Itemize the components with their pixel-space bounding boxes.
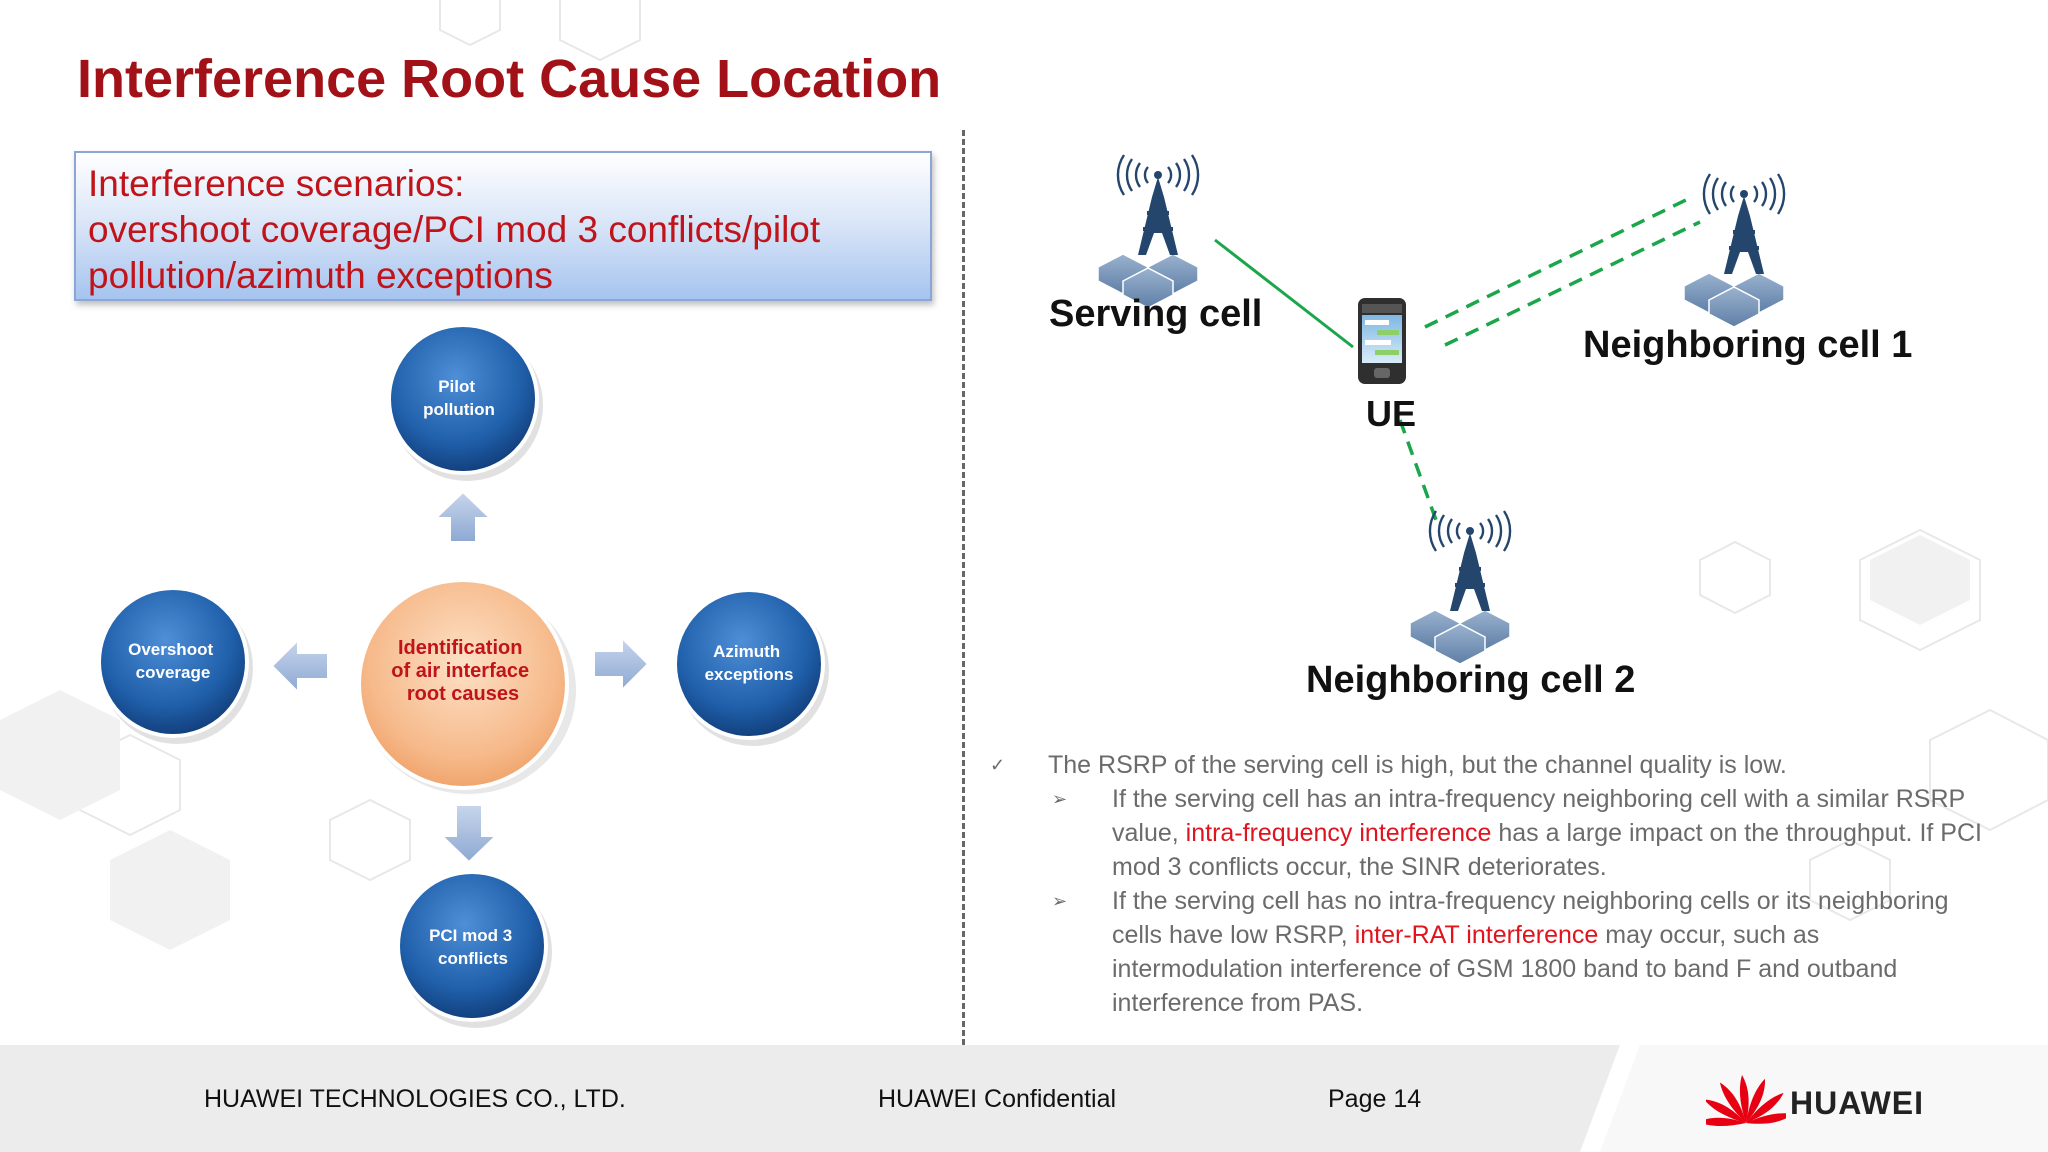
root-cause-center-circle: Identification of air interface root cau… xyxy=(357,578,576,794)
neighbor1-link-lower xyxy=(1444,220,1701,347)
circle-label: pollution xyxy=(423,400,495,419)
neighbor1-label: Neighboring cell 1 xyxy=(1583,324,1912,366)
note-main: ✓ The RSRP of the serving cell is high, … xyxy=(990,748,1990,782)
interference-scenarios-callout: Interference scenarios: overshoot covera… xyxy=(74,151,932,301)
circle-label: Pilot xyxy=(438,377,475,396)
circle-label: exceptions xyxy=(705,665,794,684)
huawei-logo-text: HUAWEI xyxy=(1790,1085,1924,1121)
center-label: Identification xyxy=(398,637,522,659)
svg-text:Identification of air in: Identification of air interface root cau… xyxy=(391,637,534,705)
serving-link xyxy=(1214,238,1354,349)
arrow-bullet-icon: ➢ xyxy=(1052,789,1068,809)
center-label: of air interface xyxy=(391,660,529,682)
circle-label: Overshoot xyxy=(128,640,213,659)
serving-antenna-icon xyxy=(1096,153,1200,310)
arrow-right-icon xyxy=(593,635,650,693)
footer-confidential: HUAWEI Confidential xyxy=(878,1085,1117,1113)
callout-line: Interference scenarios: xyxy=(88,163,465,204)
footer-bar: HUAWEI TECHNOLOGIES CO., LTD. HUAWEI Con… xyxy=(0,1045,2048,1152)
phone-icon xyxy=(1358,298,1406,384)
note-highlight: intra-frequency interference xyxy=(1185,819,1492,847)
serving-cell-label: Serving cell xyxy=(1049,293,1262,335)
neighbor2-link xyxy=(1398,419,1438,521)
neighbor2-label: Neighboring cell 2 xyxy=(1306,659,1635,701)
note-text: If the serving cell has no intra-frequen… xyxy=(1112,887,1949,949)
checkmark-icon: ✓ xyxy=(990,755,1006,775)
neighbor2-antenna-icon xyxy=(1408,509,1512,666)
note-sub-item: ➢ If the serving cell has an intra-frequ… xyxy=(990,782,1990,884)
svg-text:Overshoot coverage: Overshoot coverage xyxy=(128,640,218,682)
svg-text:Azimuth exceptions: Azimuth exceptions xyxy=(705,642,794,684)
neighbor1-link-upper xyxy=(1424,196,1691,329)
footer-company: HUAWEI TECHNOLOGIES CO., LTD. xyxy=(204,1085,626,1113)
explanation-notes: ✓ The RSRP of the serving cell is high, … xyxy=(990,748,1990,1020)
overshoot-coverage-circle: Overshoot coverage xyxy=(97,586,253,744)
note-sub-item: ➢ If the serving cell has no intra-frequ… xyxy=(990,884,1990,1020)
pilot-pollution-circle: Pilot pollution xyxy=(387,323,543,481)
note-text: may occur, such as intermodulation inter… xyxy=(1112,921,1898,1017)
note-text: has a large impact on the throughput. If… xyxy=(1112,819,1982,881)
circle-label: Azimuth xyxy=(713,642,780,661)
footer-page-number: Page 14 xyxy=(1328,1085,1422,1113)
pci-mod3-conflicts-circle: PCI mod 3 conflicts xyxy=(396,870,552,1028)
svg-text:Pilot pollution: Pilot pollution xyxy=(423,377,495,419)
callout-line: pollution/azimuth exceptions xyxy=(88,255,553,296)
arrow-left-icon xyxy=(270,637,329,695)
footer-swoosh xyxy=(1580,1045,2048,1152)
vertical-divider xyxy=(962,130,965,1045)
arrow-up-icon xyxy=(433,490,493,543)
callout-line: overshoot coverage/PCI mod 3 conflicts/p… xyxy=(88,209,821,250)
center-label: root causes xyxy=(407,683,519,705)
note-highlight: inter-RAT interference xyxy=(1354,921,1599,949)
neighbor1-antenna-icon xyxy=(1682,172,1786,329)
ue-label: UE xyxy=(1366,393,1416,434)
circle-label: coverage xyxy=(136,663,211,682)
huawei-logo-icon xyxy=(1706,1075,1786,1127)
arrow-bullet-icon: ➢ xyxy=(1052,891,1068,911)
arrow-down-icon xyxy=(439,804,499,864)
svg-text:PCI mod 3 conflicts: PCI mod 3 conflicts xyxy=(429,926,517,968)
note-main-text: The RSRP of the serving cell is high, bu… xyxy=(1048,751,1787,779)
note-text: If the serving cell has an intra-frequen… xyxy=(1112,785,1965,847)
circle-label: PCI mod 3 xyxy=(429,926,512,945)
azimuth-exceptions-circle: Azimuth exceptions xyxy=(673,588,829,746)
circle-label: conflicts xyxy=(438,949,508,968)
slide-title: Interference Root Cause Location xyxy=(77,49,942,109)
